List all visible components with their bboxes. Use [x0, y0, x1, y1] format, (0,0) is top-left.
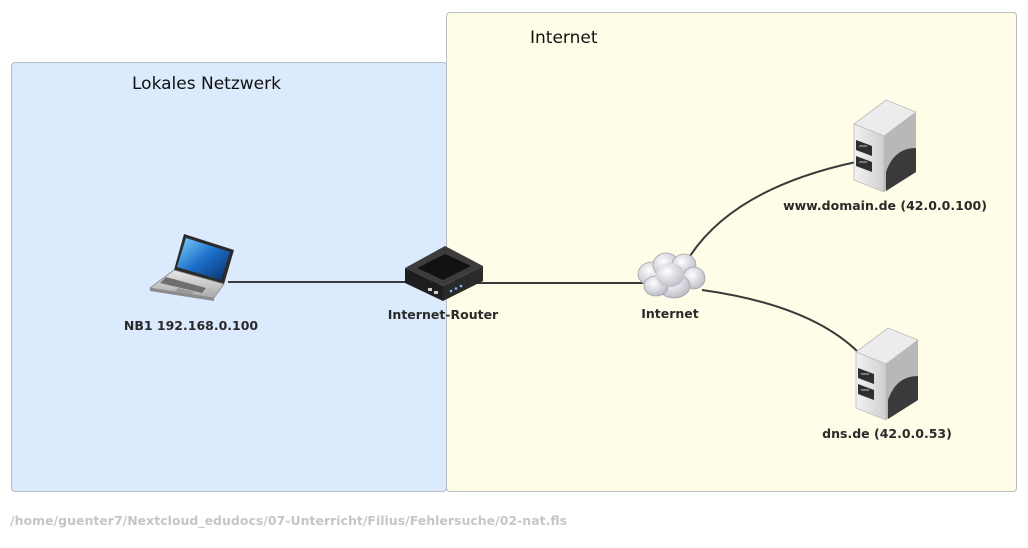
- cloud-icon: [634, 248, 708, 302]
- laptop-node[interactable]: [148, 232, 236, 302]
- laptop-label: NB1 192.168.0.100: [123, 318, 259, 333]
- cable-cloud-dns-server[interactable]: [701, 289, 859, 353]
- router-label: Internet-Router: [387, 307, 499, 322]
- internet-region[interactable]: Internet: [446, 12, 1017, 492]
- router-node[interactable]: [403, 244, 485, 302]
- router-icon: [403, 244, 485, 302]
- web-server-label: www.domain.de (42.0.0.100): [783, 198, 987, 213]
- internet-region-title: Internet: [530, 28, 598, 48]
- cloud-node[interactable]: [634, 248, 708, 302]
- web-server-node[interactable]: [850, 98, 920, 194]
- local-network-region[interactable]: Lokales Netzwerk: [11, 62, 447, 492]
- cloud-label: Internet: [641, 306, 699, 321]
- dns-server-node[interactable]: [852, 326, 922, 422]
- file-path-label: /home/guenter7/Nextcloud_edudocs/07-Unte…: [10, 513, 568, 528]
- server-icon: [852, 326, 922, 422]
- server-icon: [850, 98, 920, 194]
- dns-server-label: dns.de (42.0.0.53): [822, 426, 952, 441]
- local-network-title: Lokales Netzwerk: [132, 74, 281, 94]
- cable-cloud-web-server[interactable]: [689, 161, 857, 257]
- laptop-icon: [148, 232, 236, 302]
